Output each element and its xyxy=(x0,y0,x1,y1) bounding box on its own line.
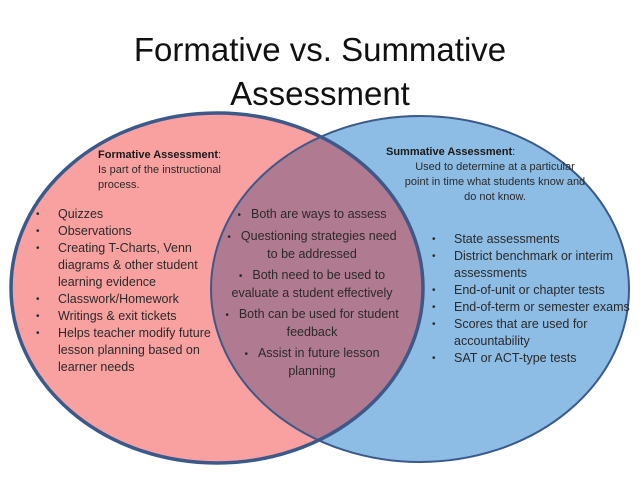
formative-header: Formative Assessment: Is part of the ins… xyxy=(98,148,268,193)
bullet-icon: • xyxy=(225,310,229,321)
both-item: •Questioning strategies need to be addre… xyxy=(227,229,397,261)
formative-outline xyxy=(9,111,425,465)
summative-item: •SAT or ACT-type tests xyxy=(432,351,577,365)
title-line-1: Formative vs. Summative xyxy=(133,31,507,68)
overlap-region xyxy=(211,116,423,462)
formative-description-2: process. xyxy=(98,179,140,191)
formative-item: •Helps teacher modify future lesson plan… xyxy=(36,326,211,374)
bullet-icon: • xyxy=(36,328,40,339)
bullet-icon: • xyxy=(36,311,40,322)
title-line-2: Assessment xyxy=(230,75,410,112)
formative-description-1: Is part of the instructional xyxy=(98,164,221,176)
summative-item: •State assessments xyxy=(432,232,560,246)
summative-outline xyxy=(210,115,630,463)
bullet-icon: • xyxy=(36,226,40,237)
both-list: •Both are ways to assess •Questioning st… xyxy=(222,206,402,384)
diagram-title: Formative vs. Summative Assessment xyxy=(0,28,640,116)
bullet-icon: • xyxy=(432,353,436,364)
formative-item: •Quizzes xyxy=(36,207,104,221)
formative-item: •Classwork/Homework xyxy=(36,292,179,306)
summative-item: •Scores that are used for accountability xyxy=(432,317,588,348)
both-item: •Assist in future lesson planning xyxy=(244,346,380,378)
formative-item: •Writings & exit tickets xyxy=(36,309,177,323)
formative-item: •Creating T-Charts, Venn diagrams & othe… xyxy=(36,241,198,289)
bullet-icon: • xyxy=(432,302,436,313)
bullet-icon: • xyxy=(432,285,436,296)
summative-item: •End-of-unit or chapter tests xyxy=(432,283,605,297)
summative-header: Summative Assessment: Used to determine … xyxy=(380,145,610,205)
both-item: •Both can be used for student feedback xyxy=(225,307,399,339)
summative-description-3: do not know. xyxy=(464,191,526,203)
bullet-icon: • xyxy=(432,251,436,262)
summative-item: •District benchmark or interim assessmen… xyxy=(432,249,614,280)
bullet-icon: • xyxy=(432,234,436,245)
bullet-icon: • xyxy=(432,319,436,330)
summative-description-1: Used to determine at a particular xyxy=(415,161,575,173)
bullet-icon: • xyxy=(244,349,248,360)
formative-list: •Quizzes •Observations •Creating T-Chart… xyxy=(34,206,220,376)
summative-list: •State assessments •District benchmark o… xyxy=(430,231,630,367)
formative-item: •Observations xyxy=(36,224,132,238)
both-item: •Both need to be used to evaluate a stud… xyxy=(231,268,393,300)
bullet-icon: • xyxy=(238,271,243,282)
bullet-icon: • xyxy=(36,209,40,220)
summative-description-2: point in time what students know and xyxy=(404,176,586,188)
summative-heading: Summative Assessment xyxy=(386,146,513,158)
bullet-icon: • xyxy=(36,294,40,305)
summative-item: •End-of-term or semester exams xyxy=(432,300,630,314)
both-item: •Both are ways to assess xyxy=(237,207,387,221)
bullet-icon: • xyxy=(237,210,242,221)
bullet-icon: • xyxy=(36,243,40,254)
bullet-icon: • xyxy=(227,232,231,243)
formative-heading: Formative Assessment xyxy=(98,149,219,161)
